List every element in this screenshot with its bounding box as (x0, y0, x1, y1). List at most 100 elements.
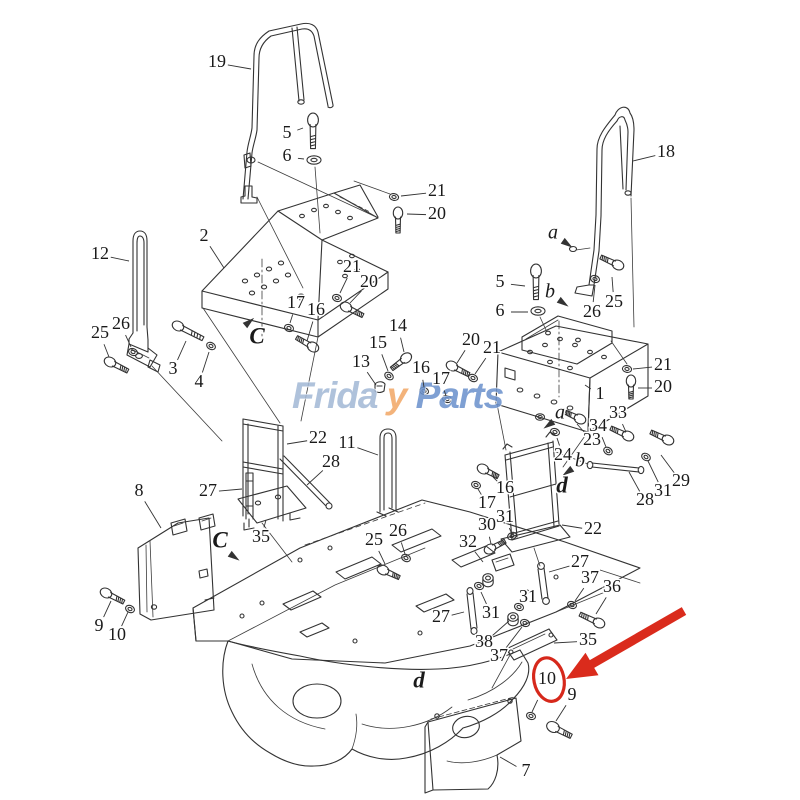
washer-icon (441, 394, 453, 404)
pointer-arrow-icon (242, 317, 255, 329)
washer-icon (206, 341, 216, 351)
washer-icon (549, 427, 561, 437)
washer-icon (306, 155, 322, 165)
part-number-label: 23 (583, 429, 601, 449)
watermark-text-3: Parts (416, 375, 504, 416)
part-number-label: 35 (579, 629, 597, 649)
bolt-icon (171, 320, 205, 342)
part-number-label: 31 (482, 602, 500, 622)
handrail-19 (240, 22, 334, 204)
washer-icon (566, 600, 578, 610)
leader-line (451, 611, 465, 616)
part-number-label: 5 (283, 122, 292, 142)
ref-letter-label: a (548, 222, 558, 244)
part-number-label: 20 (360, 271, 378, 291)
bolt-icon (294, 335, 320, 353)
part-number-label: 26 (389, 520, 407, 540)
leader-line (505, 626, 523, 649)
leader-line (477, 488, 482, 495)
part-number-label: 8 (135, 480, 144, 500)
part-number-label: 32 (459, 531, 477, 551)
part-number-label: 6 (496, 300, 505, 320)
part-number-label: 16 (307, 299, 325, 319)
highlight-annotation (566, 607, 687, 679)
part-number-label: 19 (208, 51, 226, 71)
part-number-label: 28 (636, 489, 654, 509)
bolt-icon (599, 254, 625, 271)
links-and-brackets (466, 460, 645, 661)
bolt-icon (476, 463, 500, 480)
leader-line (561, 524, 583, 529)
leader-line (601, 437, 607, 448)
leader-line (349, 290, 362, 304)
part-number-label: 9 (95, 615, 104, 635)
part-number-label: 31 (654, 480, 672, 500)
part-number-label: 20 (428, 203, 446, 223)
bolt-icon (389, 352, 413, 372)
leader-line (209, 245, 225, 269)
nut-icon (507, 612, 519, 627)
part-number-label: 21 (428, 180, 446, 200)
association-lines (151, 161, 635, 689)
leader-line (400, 337, 405, 353)
bolt-icon (649, 429, 675, 446)
leader-line (110, 256, 130, 262)
part-number-label: 22 (309, 427, 327, 447)
pointer-arrow-icon (560, 237, 573, 248)
leader-line (406, 213, 427, 216)
leader-line (378, 550, 386, 565)
leader-line (357, 447, 379, 456)
washer-icon (283, 323, 295, 333)
parts-drawing (99, 22, 675, 794)
handrail-18 (568, 106, 635, 297)
leader-line (306, 470, 324, 486)
leader-line (510, 283, 526, 287)
leader-line (595, 597, 607, 615)
leader-line (499, 756, 517, 767)
part-number-label: 18 (657, 141, 675, 161)
washer-icon (519, 618, 531, 628)
part-number-label: 38 (475, 631, 493, 651)
floor-plate (192, 499, 641, 664)
part-number-label: 25 (605, 291, 623, 311)
part-number-label: 21 (343, 256, 361, 276)
part-number-label: 13 (352, 351, 370, 371)
washer-icon (473, 581, 485, 591)
console-cage-22-right (500, 431, 571, 553)
washer-icon (125, 604, 135, 614)
leader-line (660, 454, 675, 474)
leader-line (306, 321, 314, 342)
ref-letter-label: b (575, 450, 585, 472)
part-number-label: 34 (589, 415, 607, 435)
part-number-label: 26 (112, 313, 130, 333)
leader-line (144, 501, 162, 529)
part-number-label: 6 (283, 145, 292, 165)
part-number-label: 17 (287, 292, 305, 312)
leader-line (611, 276, 614, 293)
leader-line (491, 620, 510, 637)
part-number-label: 31 (519, 586, 537, 606)
clip-13 (374, 381, 386, 394)
leader-line (574, 587, 585, 602)
watermark-text-1: Frida (292, 375, 378, 416)
washer-icon (401, 553, 411, 563)
leader-line (125, 334, 132, 348)
washer-icon (468, 373, 478, 383)
highlight-arrow (566, 607, 687, 679)
part-number-label: 10 (538, 668, 556, 688)
ref-letter-label: C (249, 323, 265, 348)
leader-line (422, 379, 425, 388)
leader-line (263, 519, 267, 528)
part-number-label: 25 (365, 529, 383, 549)
part-number-label: 5 (496, 271, 505, 291)
leader-line (297, 127, 304, 131)
undercarriage (222, 640, 530, 767)
part-number-label: 26 (583, 301, 601, 321)
washer-icon (530, 306, 546, 316)
bolt-icon (564, 409, 587, 425)
part-number-label: 30 (478, 514, 496, 534)
ref-letter-label: d (413, 667, 425, 692)
leader-line (632, 155, 656, 162)
